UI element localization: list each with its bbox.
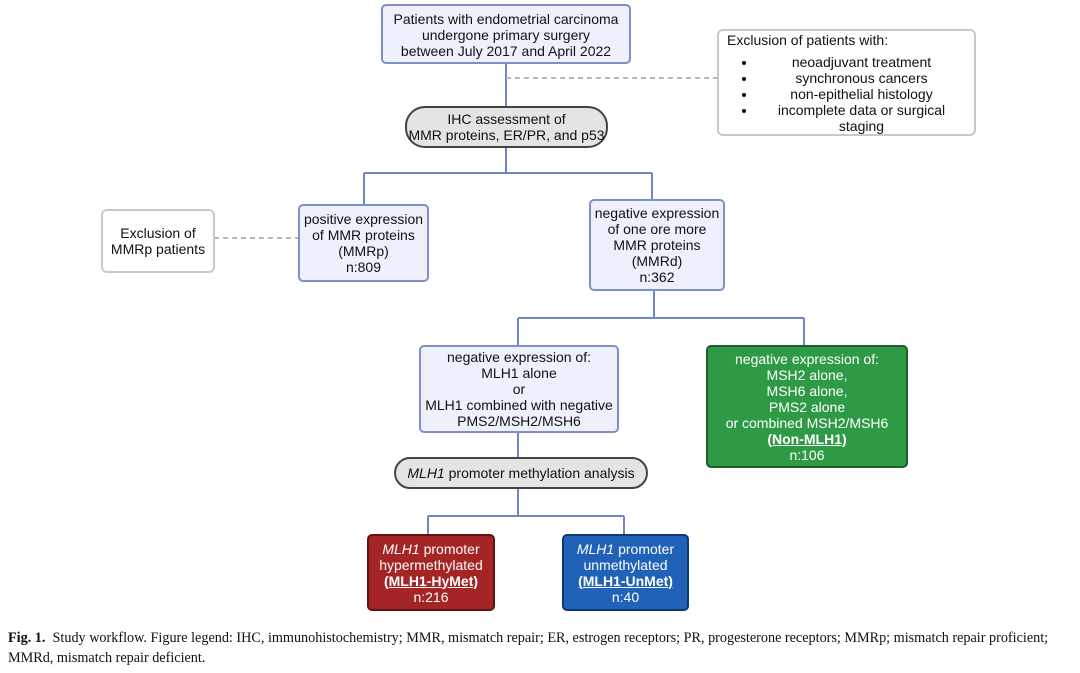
mlh1-line-5: PMS2/MSH2/MSH6 bbox=[457, 413, 581, 429]
mmrp-line-1: positive expression bbox=[303, 211, 424, 227]
hymet-tag: (MLH1-HyMet) bbox=[383, 572, 479, 589]
exclusion-mmrp-line-2: MMRp patients bbox=[110, 241, 206, 257]
mmrd-count: n:362 bbox=[639, 269, 675, 285]
mmrd-line-4: (MMRd) bbox=[631, 253, 683, 269]
non-mlh1-count: n:106 bbox=[789, 446, 825, 463]
figure-caption: Fig. 1. Study workflow. Figure legend: I… bbox=[8, 628, 1072, 668]
mmrp-line-3: (MMRp) bbox=[338, 243, 389, 259]
methylation-gene: MLH1 bbox=[407, 465, 445, 481]
non-mlh1-line-1: negative expression of: bbox=[735, 350, 879, 367]
mmrd-box: negative expression of one ore more MMR … bbox=[589, 199, 725, 291]
unmet-line-2: unmethylated bbox=[583, 556, 668, 573]
hymet-line-2: hypermethylated bbox=[379, 556, 483, 573]
ihc-assessment-pill: IHC assessment of MMR proteins, ER/PR, a… bbox=[405, 106, 608, 148]
start-line-1: Patients with endometrial carcinoma bbox=[393, 11, 619, 27]
hymet-gene: MLH1 bbox=[382, 540, 420, 557]
hymet-count: n:216 bbox=[413, 588, 449, 605]
methylation-analysis-pill: MLH1 promoter methylation analysis bbox=[394, 457, 648, 489]
mmrp-count: n:809 bbox=[345, 259, 382, 275]
unmet-tag: (MLH1-UnMet) bbox=[578, 572, 673, 589]
exclusion-mmrp-line-1: Exclusion of bbox=[120, 225, 196, 241]
unmet-line-1-rest: promoter bbox=[614, 540, 675, 557]
hypermethylated-box: MLH1 promoter hypermethylated (MLH1-HyMe… bbox=[367, 534, 495, 611]
unmethylated-box: MLH1 promoter unmethylated (MLH1-UnMet) … bbox=[562, 534, 689, 611]
mlh1-line-2: MLH1 alone bbox=[481, 365, 557, 381]
exclusion-patients-box: Exclusion of patients with: neoadjuvant … bbox=[717, 29, 976, 136]
non-mlh1-box: negative expression of: MSH2 alone, MSH6… bbox=[706, 345, 908, 468]
exclusion-item: non-epithelial histology bbox=[757, 86, 966, 102]
exclusion-item: neoadjuvant treatment bbox=[757, 54, 966, 70]
exclusion-mmrp-box: Exclusion of MMRp patients bbox=[101, 209, 215, 273]
non-mlh1-line-3: MSH6 alone, bbox=[766, 382, 848, 399]
mlh1-line-4: MLH1 combined with negative bbox=[425, 397, 613, 413]
unmet-gene: MLH1 bbox=[576, 540, 615, 557]
caption-text: Study workflow. Figure legend: IHC, immu… bbox=[8, 630, 1049, 666]
exclusion-item: incomplete data or surgical staging bbox=[757, 102, 966, 134]
workflow-diagram: Patients with endometrial carcinoma unde… bbox=[0, 0, 1080, 620]
exclusion-item: synchronous cancers bbox=[757, 70, 966, 86]
hymet-line-1-rest: promoter bbox=[419, 540, 480, 557]
non-mlh1-line-5: or combined MSH2/MSH6 bbox=[725, 414, 889, 431]
non-mlh1-line-2: MSH2 alone, bbox=[766, 366, 848, 383]
ihc-line-1: IHC assessment of bbox=[447, 111, 566, 127]
mmrd-line-2: of one ore more bbox=[607, 221, 707, 237]
hymet-line-1: MLH1 promoter bbox=[382, 541, 479, 557]
start-box: Patients with endometrial carcinoma unde… bbox=[381, 4, 631, 64]
start-line-3: between July 2017 and April 2022 bbox=[400, 43, 612, 59]
non-mlh1-line-4: PMS2 alone bbox=[768, 398, 846, 415]
unmet-count: n:40 bbox=[611, 588, 640, 605]
methylation-label: promoter methylation analysis bbox=[444, 465, 635, 481]
mmrp-line-2: of MMR proteins bbox=[312, 227, 415, 243]
mmrd-line-1: negative expression bbox=[594, 205, 720, 221]
mlh1-line-1: negative expression of: bbox=[447, 349, 591, 365]
exclusion-list: neoadjuvant treatment synchronous cancer… bbox=[727, 54, 966, 134]
mmrd-line-3: MMR proteins bbox=[613, 237, 701, 253]
mmrp-box: positive expression of MMR proteins (MMR… bbox=[298, 204, 429, 282]
caption-label: Fig. 1. bbox=[8, 630, 46, 646]
start-line-2: undergone primary surgery bbox=[421, 27, 591, 43]
mlh1-negative-box: negative expression of: MLH1 alone or ML… bbox=[419, 345, 619, 433]
mlh1-line-3: or bbox=[512, 381, 526, 397]
unmet-line-1: MLH1 promoter bbox=[577, 541, 674, 557]
non-mlh1-tag: (Non-MLH1) bbox=[767, 430, 847, 447]
exclusion-title: Exclusion of patients with: bbox=[727, 31, 889, 48]
connector-layer bbox=[214, 62, 805, 535]
ihc-line-2: MMR proteins, ER/PR, and p53 bbox=[408, 127, 605, 143]
